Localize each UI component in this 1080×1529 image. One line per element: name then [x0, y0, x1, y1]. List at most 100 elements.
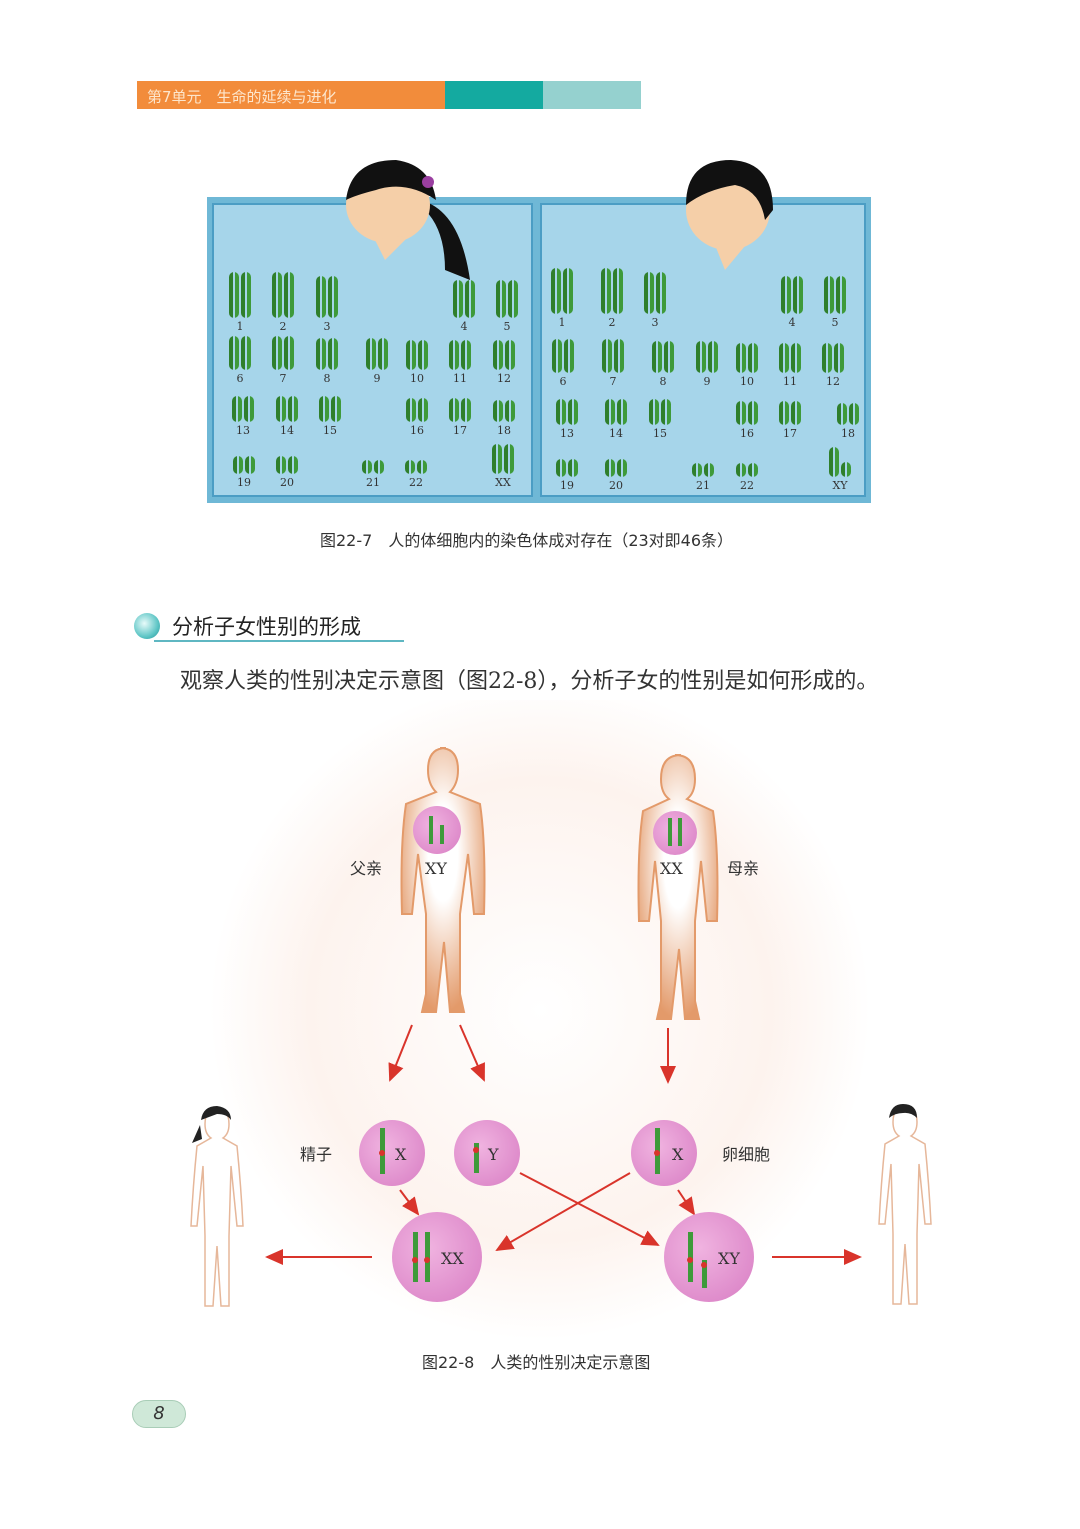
female-chromosome-pair-9 [364, 338, 390, 370]
male-label-3: 3 [651, 316, 659, 329]
male-chromosome-pair-15 [647, 399, 673, 425]
figure-22-7-caption: 图22-7 人的体细胞内的染色体成对存在（23对即46条） [320, 531, 734, 550]
sperm-y-text: Y [487, 1145, 499, 1164]
female-label-XX: XX [495, 476, 511, 489]
female-label-22: 22 [409, 476, 423, 489]
female-label-5: 5 [503, 320, 511, 333]
male-chromosome-pair-5 [822, 276, 848, 314]
female-label-19: 19 [237, 476, 251, 489]
female-label-15: 15 [323, 424, 337, 437]
female-label-13: 13 [236, 424, 250, 437]
female-chromosome-pair-1 [227, 272, 253, 318]
male-label-20: 20 [609, 479, 623, 492]
male-label-8: 8 [659, 375, 667, 388]
zygote-male-text: XY [718, 1249, 740, 1268]
male-chromosome-pair-2 [599, 268, 625, 314]
male-label-7: 7 [609, 375, 617, 388]
zygote-female-cell [392, 1212, 482, 1302]
female-chromosome-pair-16 [404, 398, 430, 422]
female-chromosome-pair-5 [494, 280, 520, 318]
sperm-y-cell [454, 1120, 520, 1186]
female-chromosome-pair-10 [404, 340, 430, 370]
female-label-6: 6 [236, 372, 244, 385]
section-bullet-icon [134, 613, 160, 639]
male-chromosome-pair-16 [734, 401, 760, 425]
male-chromosome-pair-6 [550, 339, 576, 373]
male-chromosome-pair-20 [603, 459, 629, 477]
female-chromosome-pair-14 [274, 396, 300, 422]
sperm-x-text: X [395, 1145, 407, 1164]
female-label-17: 17 [453, 424, 467, 437]
male-label-XY: XY [832, 479, 848, 492]
male-label-2: 2 [608, 316, 616, 329]
female-chromosome-pair-6 [227, 336, 253, 370]
female-label-9: 9 [373, 372, 381, 385]
female-chromosome-pair-18 [491, 400, 517, 422]
female-chromosome-pair-XX [490, 444, 516, 474]
female-chromosome-pair-7 [270, 336, 296, 370]
female-label-11: 11 [453, 372, 467, 385]
female-label-18: 18 [497, 424, 511, 437]
sex-determination-diagram: 父亲 XY XX 母亲 精子 X Y X 卵细胞 XX XY [190, 700, 932, 1340]
male-chromosome-pair-18 [835, 403, 861, 425]
zygote-male-cell [664, 1212, 754, 1302]
female-label-21: 21 [366, 476, 380, 489]
female-label-12: 12 [497, 372, 511, 385]
section-title: 分析子女性别的形成 [172, 615, 361, 639]
unit-title: 第7单元 生命的延续与进化 [147, 88, 337, 106]
male-chromosome-pair-7 [600, 339, 626, 373]
egg-x-cell [631, 1120, 697, 1186]
male-label-5: 5 [831, 316, 839, 329]
female-chromosome-pair-12 [491, 340, 517, 370]
boy-head-icon [686, 160, 773, 270]
male-label-15: 15 [653, 427, 667, 440]
boy-figure [878, 1104, 932, 1305]
female-label-7: 7 [279, 372, 287, 385]
male-chromosome-pair-11 [777, 343, 803, 373]
girl-head-icon [346, 160, 470, 280]
female-label-2: 2 [279, 320, 287, 333]
mother-figure [637, 754, 719, 1020]
female-label-3: 3 [323, 320, 331, 333]
female-label-10: 10 [410, 372, 424, 385]
male-label-9: 9 [703, 375, 711, 388]
female-label-20: 20 [280, 476, 294, 489]
female-chromosome-pair-20 [274, 456, 300, 474]
female-chromosome-pair-3 [314, 276, 340, 318]
page-number: 8 [132, 1400, 186, 1428]
male-chromosome-pair-13 [554, 399, 580, 425]
female-chromosome-pair-4 [451, 280, 477, 318]
male-chromosome-pair-21 [690, 463, 716, 477]
arrows [265, 1024, 862, 1265]
zygote-female-text: XX [441, 1249, 464, 1268]
female-label-16: 16 [410, 424, 424, 437]
male-label-4: 4 [788, 316, 796, 329]
girl-figure [190, 1106, 244, 1307]
male-label-11: 11 [783, 375, 797, 388]
female-chromosome-pair-2 [270, 272, 296, 318]
father-figure [400, 747, 486, 1013]
male-label-16: 16 [740, 427, 754, 440]
male-label-17: 17 [783, 427, 797, 440]
female-label-1: 1 [236, 320, 244, 333]
male-chromosome-pair-17 [777, 401, 803, 425]
male-chromosome-pair-22 [734, 463, 760, 477]
egg-label: 卵细胞 [722, 1145, 770, 1164]
male-label-19: 19 [560, 479, 574, 492]
mother-chromosomes: XX [660, 859, 683, 878]
male-label-14: 14 [609, 427, 623, 440]
male-label-6: 6 [559, 375, 567, 388]
female-chromosome-pair-22 [403, 460, 429, 474]
male-chromosome-pair-14 [603, 399, 629, 425]
male-label-13: 13 [560, 427, 574, 440]
female-chromosome-pair-8 [314, 338, 340, 370]
male-label-21: 21 [696, 479, 710, 492]
sperm-label: 精子 [300, 1145, 332, 1164]
heads-illustration [346, 160, 773, 280]
male-chromosome-pair-10 [734, 343, 760, 373]
section-body-text: 观察人类的性别决定示意图（图22-8），分析子女的性别是如何形成的。 [180, 669, 879, 694]
female-chromosome-pair-15 [317, 396, 343, 422]
male-chromosome-pair-8 [650, 341, 676, 373]
